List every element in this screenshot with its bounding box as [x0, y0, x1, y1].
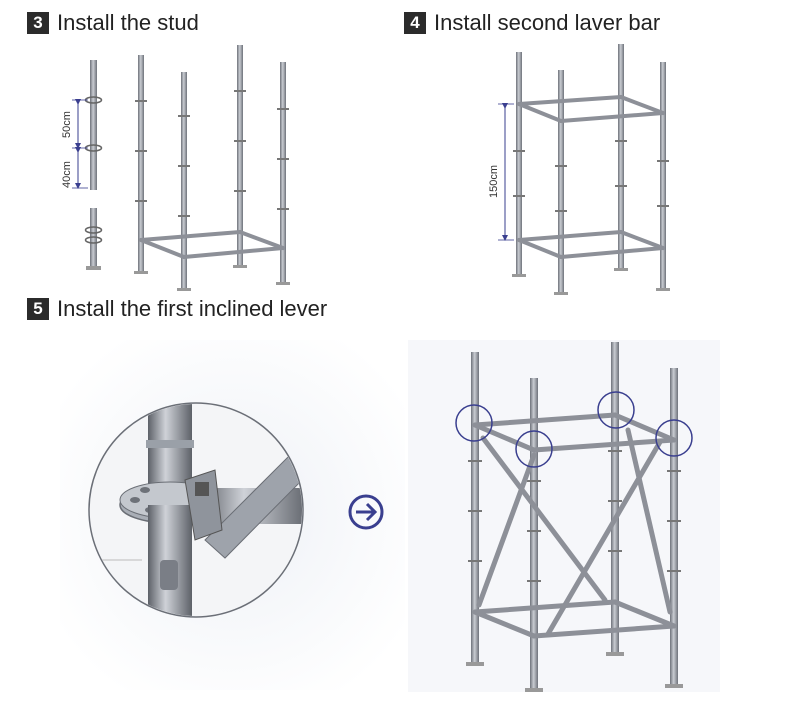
- step-4-heading: 4 Install second laver bar: [404, 10, 660, 36]
- coupler-detail: [60, 340, 405, 690]
- step-3-figure: 50cm 40cm: [61, 45, 290, 291]
- step-3-title: Install the stud: [57, 10, 199, 35]
- stud-dimension-markers: 50cm 40cm: [61, 99, 88, 189]
- step-4-badge: 4: [404, 12, 426, 34]
- four-studs-frame: [134, 45, 290, 291]
- step-4-title: Install second laver bar: [434, 10, 661, 35]
- step-5-badge: 5: [27, 298, 49, 320]
- single-stud: [84, 60, 103, 270]
- step-5-title: Install the first inclined lever: [57, 296, 328, 321]
- magnify-circle-icon: [655, 419, 693, 457]
- step-3-badge: 3: [27, 12, 49, 34]
- magnify-circle-icon: [597, 391, 635, 429]
- magnify-circle-icon: [455, 404, 493, 442]
- step-4-figure: 150cm: [488, 44, 670, 295]
- magnify-circle-icon: [515, 430, 553, 468]
- step-5-figure: [408, 340, 720, 692]
- ledger-height-dimension: 150cm: [488, 103, 514, 241]
- step-5-heading: 5 Install the first inclined lever: [27, 296, 327, 322]
- ledger-height-label: 150cm: [488, 165, 500, 198]
- step-3-heading: 3 Install the stud: [27, 10, 199, 36]
- upper-spacing-label: 50cm: [61, 111, 73, 138]
- arrow-right-circle-icon: [348, 494, 384, 530]
- lower-spacing-label: 40cm: [61, 161, 73, 188]
